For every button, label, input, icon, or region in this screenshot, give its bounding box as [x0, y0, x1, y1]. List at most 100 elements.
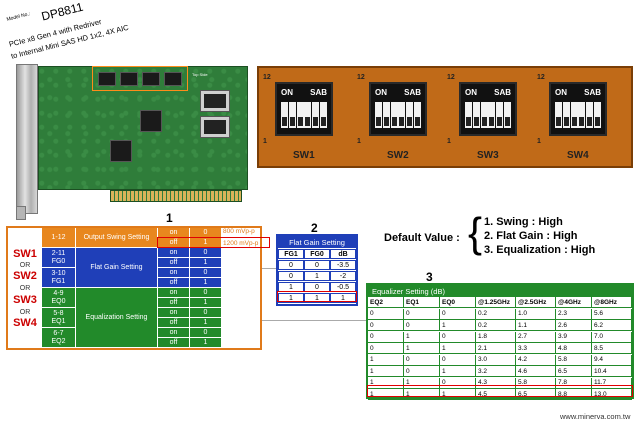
value-cell: 0 — [190, 268, 222, 278]
fg-cell: 0 — [304, 260, 330, 270]
model-number: DP8811 — [40, 0, 85, 24]
eq-cell: 1 — [440, 389, 476, 400]
eq-cell: 1 — [368, 389, 404, 400]
eq-cell: 4.5 — [476, 389, 516, 400]
eq-cell: 7.8 — [556, 377, 592, 389]
eq-cell: 5.8 — [516, 377, 556, 389]
redriver-chip — [110, 140, 132, 162]
flat-gain-setting: Flat Gain Setting — [76, 248, 158, 288]
eq-cell: 1 — [404, 377, 440, 389]
sw-name: SW1 — [13, 248, 37, 260]
dip-label-sw3: SW3 — [477, 150, 499, 161]
eq-cell: 0.2 — [476, 320, 516, 331]
fg-cell: 1 — [304, 271, 330, 281]
default-value-label: Default Value : — [384, 232, 460, 244]
or-label: OR — [19, 262, 31, 269]
eq-cell: 3.3 — [516, 343, 556, 354]
pcb-chip — [120, 72, 138, 86]
eq-cell: 7.0 — [592, 331, 632, 343]
dip-sab-label: SAB — [310, 88, 327, 97]
default-flatgain-highlight — [277, 291, 357, 302]
pin-cell-swing: 1-12 — [42, 228, 76, 248]
or-label: OR — [19, 285, 31, 292]
eq-cell: 0 — [440, 354, 476, 366]
pin-number: 12 — [263, 74, 271, 81]
equalizer-title: Equalizer Setting (dB) — [368, 285, 632, 297]
value-cell: 1 — [190, 278, 222, 288]
state-cell: on — [158, 328, 190, 338]
eq-cell: 2.1 — [476, 343, 516, 354]
fg-cell: 0 — [278, 271, 304, 281]
dip-on-label: ON — [555, 88, 567, 97]
mini-sas-port — [200, 90, 230, 112]
eq-cell: 11.7 — [592, 377, 632, 389]
dip-on-label: ON — [375, 88, 387, 97]
pcb-chip — [164, 72, 182, 86]
eq-cell: 0 — [440, 331, 476, 343]
fg-cell: -3.5 — [330, 260, 356, 270]
dip-switch-photo: ON SAB ON SAB ON SAB ON SAB 12 1 12 1 12… — [258, 67, 632, 167]
eq-cell: 1.0 — [516, 308, 556, 320]
dip-switch-highlight — [92, 66, 188, 91]
value-cell: 1 — [190, 298, 222, 308]
fg-cell: 1 — [304, 293, 330, 303]
fg-cell: 1 — [330, 293, 356, 303]
pin-number: 12 — [357, 74, 365, 81]
fg-header: FG1 — [278, 249, 304, 259]
sw-name: SW3 — [13, 294, 37, 306]
fg-cell: 1 — [278, 293, 304, 303]
default-item: 3. Equalization : High — [484, 244, 596, 256]
eq-header: EQ0 — [440, 297, 476, 308]
eq-cell: 5.8 — [556, 354, 592, 366]
switch-setting-table: SW1 OR SW2 OR SW3 OR SW4 1-12 2-11 FG0 3… — [6, 226, 262, 350]
eq-cell: 2.7 — [516, 331, 556, 343]
dip-on-label: ON — [465, 88, 477, 97]
eq-cell: 6.5 — [556, 366, 592, 377]
mini-sas-port — [200, 116, 230, 138]
fg-cell: -2 — [330, 271, 356, 281]
eq-cell: 0 — [368, 320, 404, 331]
default-item: 2. Flat Gain : High — [484, 230, 578, 242]
eq-cell: 0.2 — [476, 308, 516, 320]
value-cell: 0 — [190, 328, 222, 338]
eq-cell: 1 — [404, 343, 440, 354]
pcb-chip — [98, 72, 116, 86]
model-label: Model No.: — [6, 11, 31, 23]
pin-cell-fg0: 2-11 FG0 — [42, 248, 76, 268]
eq-header: @8GHz — [592, 297, 632, 308]
pin-number: 1 — [447, 138, 451, 145]
eq-cell: 4.3 — [476, 377, 516, 389]
website-url: www.minerva.com.tw — [560, 412, 631, 421]
eq-cell: 1.1 — [516, 320, 556, 331]
dip-label-sw4: SW4 — [567, 150, 589, 161]
value-cell: 0 — [190, 308, 222, 318]
state-cell: off — [158, 338, 190, 348]
eq-cell: 8.8 — [556, 389, 592, 400]
pin-number: 12 — [447, 74, 455, 81]
pcie-edge-connector — [110, 190, 242, 202]
fg-header: dB — [330, 249, 356, 259]
dip-sab-label: SAB — [584, 88, 601, 97]
eq-header: EQ2 — [368, 297, 404, 308]
eq-cell: 0 — [368, 308, 404, 320]
value-cell: 0 — [190, 288, 222, 298]
pcb-silkscreen-topside: Top Side — [192, 72, 208, 77]
value-cell: 0 — [190, 248, 222, 258]
eq-cell: 1 — [368, 377, 404, 389]
eq-cell: 8.5 — [592, 343, 632, 354]
pin-number: 1 — [537, 138, 541, 145]
eq-cell: 4.8 — [556, 343, 592, 354]
pcb-chip — [142, 72, 160, 86]
eq-header: @2.5GHz — [516, 297, 556, 308]
state-cell: on — [158, 268, 190, 278]
eq-cell: 0 — [368, 331, 404, 343]
eq-cell: 3.9 — [556, 331, 592, 343]
or-label: OR — [19, 309, 31, 316]
eq-cell: 4.2 — [516, 354, 556, 366]
value-cell: 1 — [190, 258, 222, 268]
state-cell: on — [158, 288, 190, 298]
eq-cell: 0 — [404, 308, 440, 320]
switch-name-column: SW1 OR SW2 OR SW3 OR SW4 — [8, 228, 42, 348]
dip-switch-sw2: ON SAB — [369, 82, 427, 136]
pci-bracket-tab — [16, 206, 26, 220]
